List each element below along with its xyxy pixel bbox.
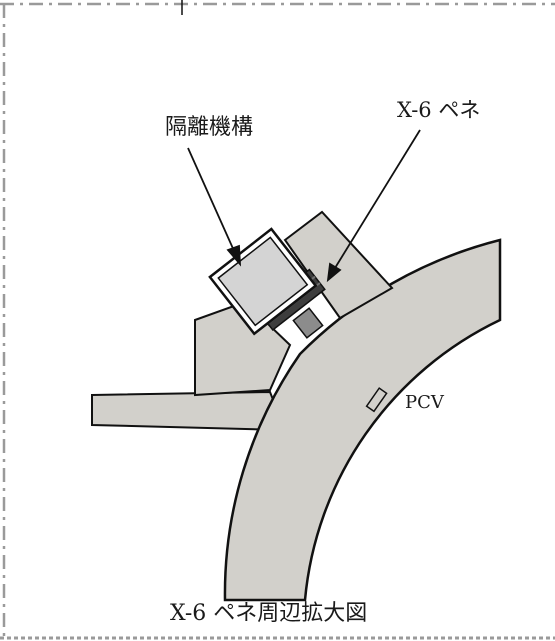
valve-stem [292,307,324,339]
callout-arrows [187,129,421,283]
label-x6-penetration: X-6 ペネ [397,98,480,122]
support-arm [91,390,287,432]
pcv-wall [223,238,502,602]
label-isolation-mechanism: 隔離機構 [165,115,253,140]
nozzle [365,387,388,413]
isolation-block [208,227,318,336]
diagram-caption: X-6 ペネ周辺拡大図 [170,601,367,626]
label-pcv: PCV [405,392,445,413]
